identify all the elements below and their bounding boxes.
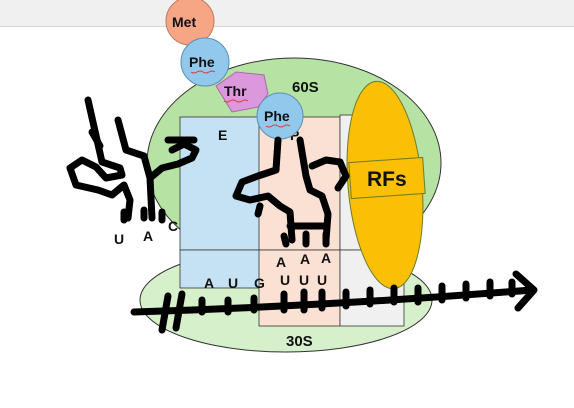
trna-anticodon-base: A xyxy=(143,228,153,244)
amino-acid-label: Thr xyxy=(224,83,247,99)
p-site-lower xyxy=(258,249,341,327)
large-subunit-label: 60S xyxy=(292,79,319,96)
trna-anticodon-base: C xyxy=(168,218,178,234)
mrna-base: A xyxy=(204,275,214,291)
mrna-base: U xyxy=(228,275,238,291)
mrna-base: G xyxy=(254,275,265,291)
p-site-label: P xyxy=(290,127,299,143)
amino-acid-label: Met xyxy=(172,14,196,30)
mrna-base: U xyxy=(299,272,309,288)
amino-acid-label: Phe xyxy=(264,108,290,124)
trna-anticodon-base: U xyxy=(114,231,124,247)
exiting-trna xyxy=(66,96,200,224)
release-factor-box xyxy=(348,156,426,200)
mrna-base: U xyxy=(280,272,290,288)
e-site-lower xyxy=(179,249,262,289)
spellcheck-underline xyxy=(223,99,249,103)
amino-acid-phe xyxy=(180,37,230,87)
e-site-label: E xyxy=(218,127,227,143)
spellcheck-underline xyxy=(190,70,216,74)
trna-anticodon-base: A xyxy=(321,250,331,266)
trna-anticodon-base: A xyxy=(300,251,310,267)
mrna-strand xyxy=(130,270,538,334)
p-site-trna xyxy=(232,136,350,248)
spellcheck-underline xyxy=(265,124,291,128)
trna-anticodon-base: A xyxy=(276,254,286,270)
small-subunit-label: 30S xyxy=(286,333,313,350)
mrna-base: U xyxy=(317,272,327,288)
window-top-bar xyxy=(0,0,574,27)
amino-acid-label: Phe xyxy=(189,54,215,70)
release-factor-label: RFs xyxy=(367,168,407,191)
